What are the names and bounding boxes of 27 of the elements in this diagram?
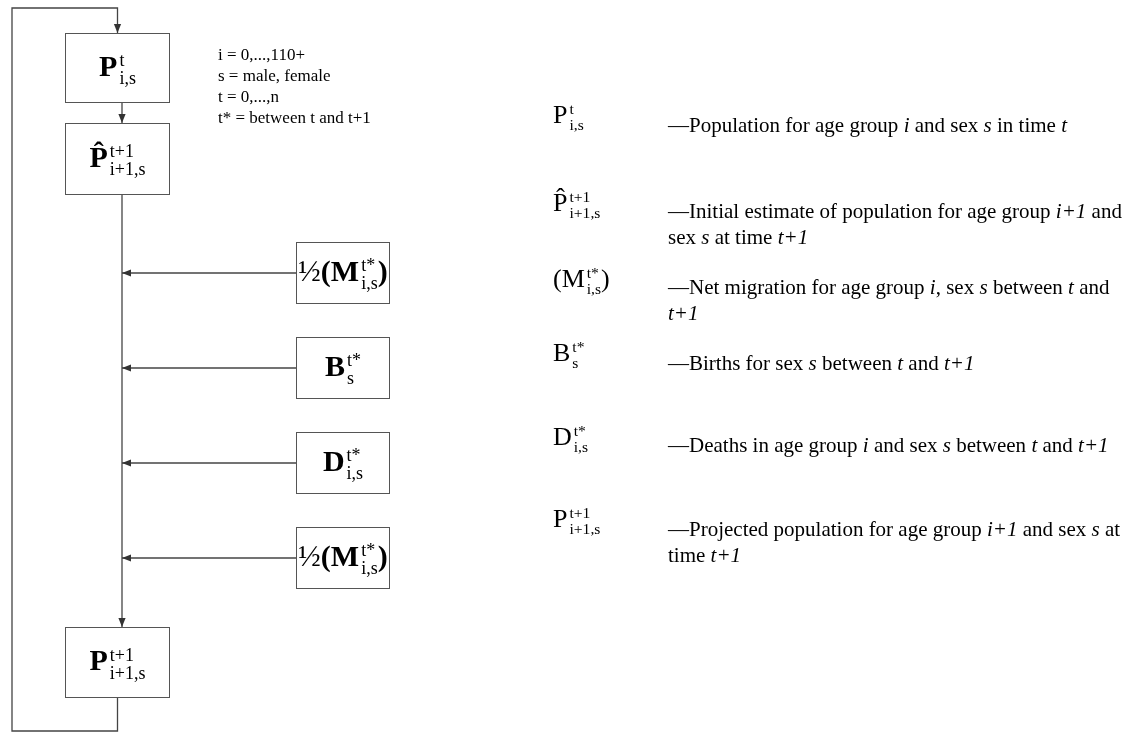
process-box (65, 123, 170, 195)
process-box (65, 33, 170, 103)
notation-text: t* = between t and t+1 (218, 107, 371, 128)
definition-text: —Births for sex s between t and t+1 (668, 350, 976, 376)
definition-text: —Projected population for age group i+1 and sex s at time t+1 (668, 516, 1122, 568)
symbol: (M$^{t*}$$_{i,s}$) (553, 264, 610, 297)
process-box (296, 337, 390, 399)
arrow (121, 269, 297, 277)
definition-text: —Deaths in age group i and sex s between t and t+1 (668, 432, 1110, 458)
notation-text: i = 0,...,110+ (218, 44, 306, 65)
arrow (121, 364, 297, 372)
notation-text: t = 0,...,n (218, 86, 280, 107)
definition-text: —Population for age group i and sex s in time t (668, 112, 1069, 138)
arrow (118, 194, 126, 628)
formula: ½(M$^{t*}$$_{i,s}$) (298, 538, 388, 578)
formula: ½(M$^{t*}$$_{i,s}$) (298, 253, 388, 293)
definition-text: —Net migration for age group i, sex s between t and t+1 (668, 274, 1111, 326)
definition-text: —Initial estimate of population for age group i+1 and sex s at time t+1 (668, 198, 1123, 250)
arrow (121, 459, 297, 467)
arrow (121, 554, 297, 562)
notation-text: s = male, female (218, 65, 331, 86)
arrow (11, 7, 122, 732)
process-box (296, 527, 390, 589)
process-box (296, 432, 390, 494)
process-box (65, 627, 170, 698)
arrow (118, 102, 126, 124)
process-box (296, 242, 390, 304)
